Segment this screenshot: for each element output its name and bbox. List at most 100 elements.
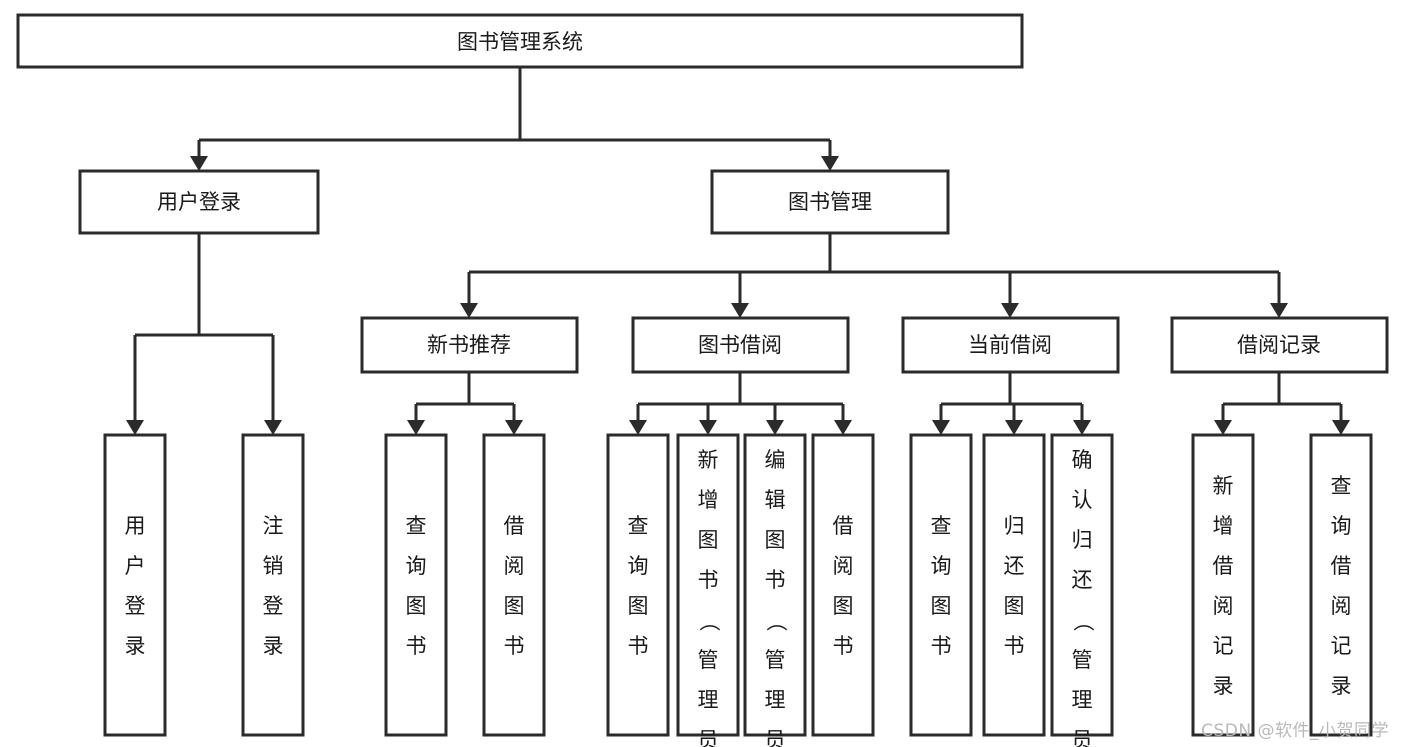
arrow-new-book-leaf1 [407, 420, 425, 435]
arrow-current-borrow-leaf3 [1073, 420, 1091, 435]
leaf-label-char: 图 [406, 594, 427, 618]
leaf-label-char: 登 [125, 594, 146, 618]
leaf-query-book-newbook-box[interactable] [384, 433, 448, 737]
arrow-borrow-record-leaf2 [1332, 420, 1350, 435]
node-book-management-box[interactable] [710, 169, 950, 235]
leaf-query-book-borrow-box[interactable] [606, 433, 670, 737]
leaf-label-char: 询 [406, 554, 427, 578]
leaf-label-char: 归 [1004, 514, 1025, 538]
leaf-label-char: 管 [1072, 648, 1093, 672]
leaf-label-char: 询 [931, 554, 952, 578]
leaf-borrow-book-newbook[interactable] [482, 433, 546, 737]
leaf-confirm-return-admin-box[interactable] [1050, 433, 1114, 737]
leaf-label-char: 还 [1004, 554, 1025, 578]
leaf-query-borrow-record-box[interactable] [1309, 433, 1373, 737]
arrow-to-new-book [460, 303, 478, 318]
leaf-query-book-newbook[interactable] [384, 433, 448, 737]
node-book-borrow[interactable]: 图书借阅 [631, 316, 850, 374]
node-borrow-record-label: 借阅记录 [1237, 333, 1321, 357]
leaf-label-char: 理 [765, 688, 786, 712]
leaf-label-char: 查 [406, 514, 427, 538]
leaf-label-char: 图 [765, 528, 786, 552]
leaf-label-char: 管 [765, 648, 786, 672]
leaf-label-char: 还 [1072, 568, 1093, 592]
leaf-label-char: 员 [765, 728, 786, 747]
connector-layer [126, 67, 1350, 435]
leaf-add-borrow-record[interactable] [1191, 433, 1255, 737]
leaf-label-char: 录 [1213, 674, 1234, 698]
node-root-label: 图书管理系统 [457, 30, 583, 54]
node-new-book-recommend-box[interactable] [360, 316, 579, 374]
node-user-login[interactable]: 用户登录 [78, 169, 320, 235]
leaf-label-char: 记 [1213, 634, 1234, 658]
arrow-to-borrow-record [1270, 303, 1288, 318]
leaf-query-book-borrow[interactable] [606, 433, 670, 737]
leaf-label-char: 阅 [833, 554, 854, 578]
leaf-label-char: 借 [833, 514, 854, 538]
leaf-edit-book-admin-box[interactable] [743, 433, 807, 737]
leaf-label-char: 图 [628, 594, 649, 618]
leaf-label-char: 辑 [765, 488, 786, 512]
node-book-borrow-box[interactable] [631, 316, 850, 374]
leaf-add-borrow-record-box[interactable] [1191, 433, 1255, 737]
leaf-user-login[interactable] [103, 433, 167, 737]
leaf-borrow-book-box[interactable] [811, 433, 875, 737]
arrow-to-leaf-logout [264, 420, 282, 435]
leaf-label-char: 归 [1072, 528, 1093, 552]
leaf-label-char: 阅 [504, 554, 525, 578]
leaf-logout-box[interactable] [241, 433, 305, 737]
arrow-current-borrow-leaf2 [1005, 420, 1023, 435]
node-borrow-record-box[interactable] [1170, 316, 1389, 374]
node-root-box[interactable] [16, 13, 1024, 69]
leaf-label-char: 编 [765, 448, 786, 472]
leaf-return-book[interactable] [982, 433, 1046, 737]
leaf-confirm-return-admin[interactable] [1050, 433, 1114, 737]
leaf-query-book-current-box[interactable] [909, 433, 973, 737]
leaf-label-char: 增 [1213, 514, 1234, 538]
node-root[interactable]: 图书管理系统 [16, 13, 1024, 69]
leaf-label-char: 户 [125, 554, 146, 578]
leaf-label-char: 查 [931, 514, 952, 538]
node-borrow-record[interactable]: 借阅记录 [1170, 316, 1389, 374]
leaf-edit-book-admin[interactable] [743, 433, 807, 737]
leaf-label-char: 录 [263, 634, 284, 658]
node-new-book-recommend[interactable]: 新书推荐 [360, 316, 579, 374]
arrow-to-user-login [190, 156, 208, 171]
leaf-label-char: 借 [504, 514, 525, 538]
arrow-to-book-mgmt [821, 156, 839, 171]
leaf-label-char: 理 [698, 688, 719, 712]
node-current-borrow-box[interactable] [901, 316, 1120, 374]
leaf-label-char: 录 [1331, 674, 1352, 698]
leaf-borrow-book-newbook-box[interactable] [482, 433, 546, 737]
leaf-label-char: 借 [1213, 554, 1234, 578]
node-book-management[interactable]: 图书管理 [710, 169, 950, 235]
node-user-login-label: 用户登录 [157, 190, 241, 214]
leaf-label-char: 图 [931, 594, 952, 618]
node-book-management-label: 图书管理 [788, 190, 872, 214]
leaf-query-book-current[interactable] [909, 433, 973, 737]
leaf-label-char: 询 [1331, 514, 1352, 538]
leaf-logout[interactable] [241, 433, 305, 737]
leaf-label-char: 书 [931, 634, 952, 658]
csdn-watermark: CSDN @软件_小贺同学 [1201, 721, 1389, 741]
leaf-add-book-admin-box[interactable] [676, 433, 740, 737]
leaf-user-login-box[interactable] [103, 433, 167, 737]
node-book-borrow-label: 图书借阅 [698, 333, 782, 357]
leaf-label-char: 记 [1331, 634, 1352, 658]
arrow-current-borrow-leaf1 [932, 420, 950, 435]
leaf-add-book-admin[interactable] [676, 433, 740, 737]
leaf-label-char: 员 [698, 728, 719, 747]
leaf-return-book-box[interactable] [982, 433, 1046, 737]
node-current-borrow[interactable]: 当前借阅 [901, 316, 1120, 374]
leaf-label-char: 理 [1072, 688, 1093, 712]
leaf-query-borrow-record[interactable] [1309, 433, 1373, 737]
arrow-book-borrow-leaf4 [834, 420, 852, 435]
leaf-label-char: （ [697, 611, 721, 632]
leaf-label-char: （ [764, 611, 788, 632]
leaf-label-char: 书 [698, 568, 719, 592]
node-user-login-box[interactable] [78, 169, 320, 235]
leaf-borrow-book[interactable] [811, 433, 875, 737]
arrow-to-current-borrow [1001, 303, 1019, 318]
arrow-to-leaf-user-login [126, 420, 144, 435]
